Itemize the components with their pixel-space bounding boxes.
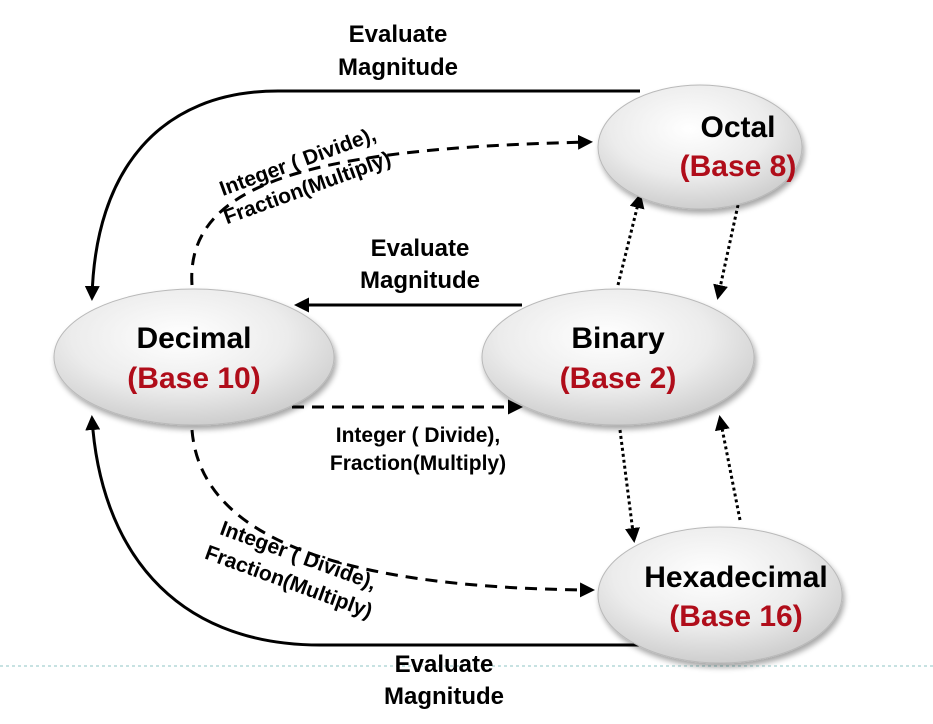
node-hexadecimal-name: Hexadecimal [644,561,827,594]
arrow-octal-to-binary [713,204,740,300]
label-octal-to-decimal-line2: Magnitude [338,54,458,81]
arrow-octal-to-decimal [84,89,640,301]
label-binary-to-decimal-line1: Evaluate [371,235,470,262]
label-binary-to-decimal-line2: Magnitude [360,267,480,294]
label-decimal-to-binary-line2: Fraction(Multiply) [330,452,506,475]
node-binary-base: (Base 2) [560,362,677,395]
node-binary [481,288,755,426]
node-binary-name: Binary [571,322,665,355]
node-octal-name: Octal [700,111,775,144]
arrow-hexadecimal-to-decimal [85,415,640,647]
label-hexadecimal-to-decimal-line1: Evaluate [395,651,494,678]
node-decimal [53,288,335,426]
label-decimal-to-octal: Integer ( Divide), Fraction(Multiply) [217,123,395,229]
node-decimal-base: (Base 10) [127,362,260,395]
node-hexadecimal-base: (Base 16) [669,600,802,633]
arrow-hexadecimal-to-binary [714,415,742,521]
arrow-decimal-to-hexadecimal [190,429,595,598]
label-decimal-to-hexadecimal: Integer ( Divide), Fraction(Multiply) [202,517,380,623]
label-octal-to-decimal-line1: Evaluate [349,21,448,48]
label-hexadecimal-to-decimal-line2: Magnitude [384,683,504,710]
label-decimal-to-binary-line1: Integer ( Divide), [336,424,501,447]
node-octal [597,84,803,210]
node-hexadecimal [597,526,843,664]
node-octal-base: (Base 8) [680,150,797,183]
node-decimal-name: Decimal [136,322,251,355]
arrow-binary-to-octal [616,193,645,286]
arrow-binary-to-hexadecimal [618,429,640,543]
